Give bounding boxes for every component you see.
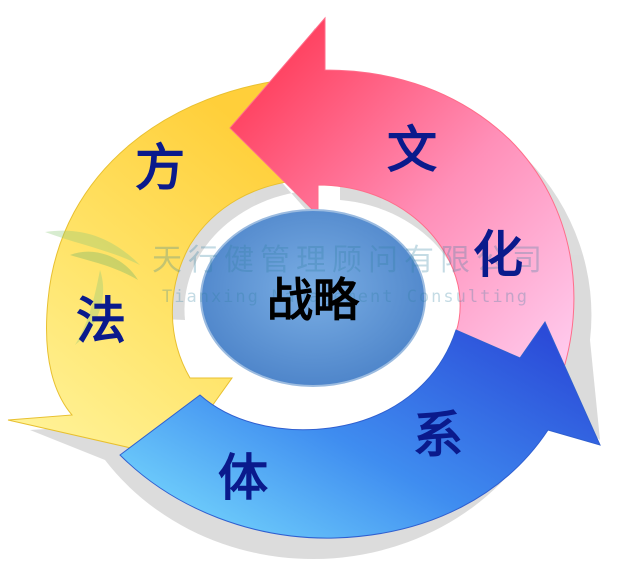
- system-label-char-1: 体: [218, 448, 268, 507]
- center-ellipse: [200, 209, 426, 387]
- watermark-company-cn: 天行健管理顾问有限公司: [152, 243, 548, 278]
- system-arrow: [119, 320, 601, 539]
- system-label-char-2: 系: [413, 405, 463, 464]
- watermark-logo: [45, 230, 140, 345]
- method-label-char-2: 法: [76, 291, 126, 350]
- center-label: 战略: [267, 273, 360, 327]
- culture-label-char-2: 化: [473, 225, 523, 284]
- watermark-company-en: Tianxing Management Consulting: [162, 287, 529, 307]
- method-arrow: [7, 77, 301, 459]
- culture-arrow: [229, 16, 575, 381]
- method-label-char-1: 方: [135, 138, 185, 197]
- culture-label-char-1: 文: [387, 120, 437, 179]
